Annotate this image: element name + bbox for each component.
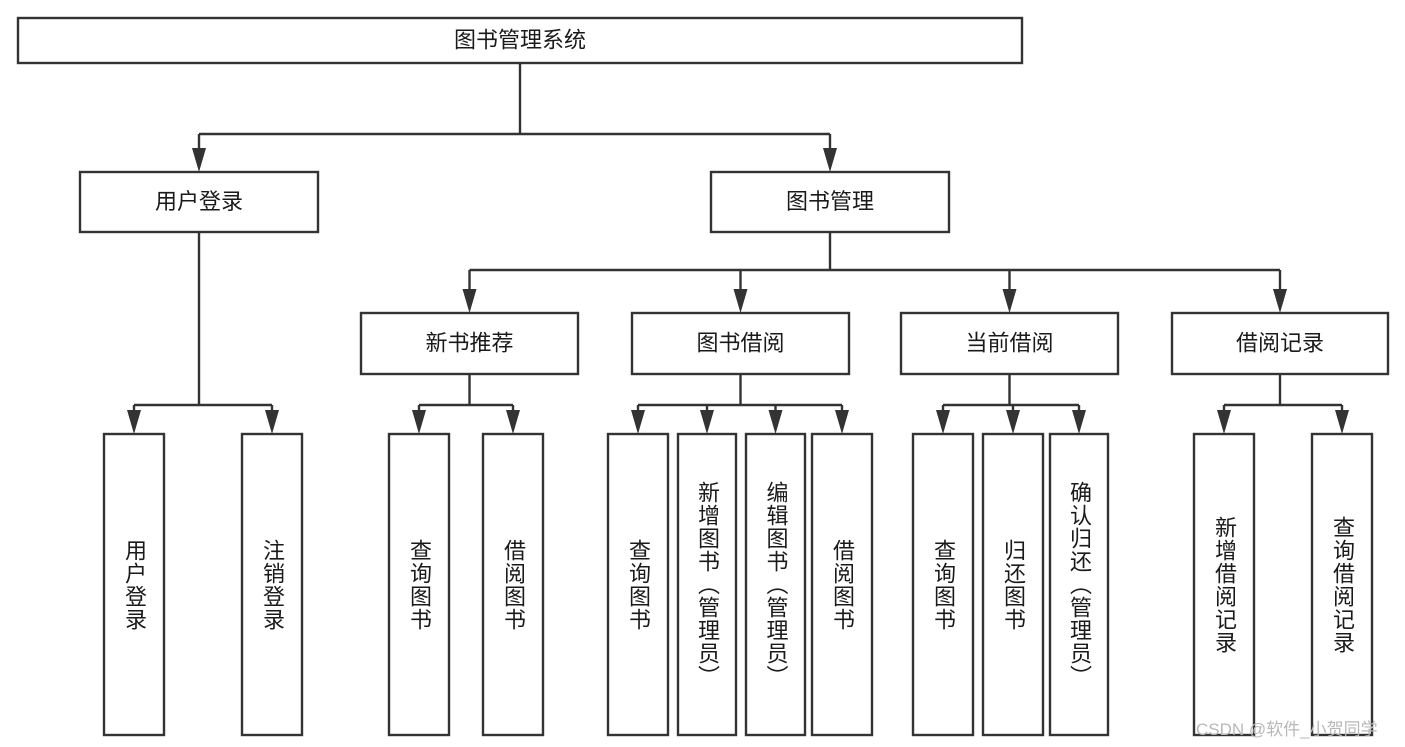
node-box-leaf-edit-book[interactable] xyxy=(744,432,807,737)
arrow-head-icon xyxy=(823,148,837,172)
node-leaf-user-login[interactable] xyxy=(102,432,166,737)
node-borrow-record[interactable] xyxy=(1170,311,1390,376)
node-book-manage[interactable] xyxy=(709,170,951,234)
node-box-book-borrow[interactable] xyxy=(630,311,851,376)
node-box-current-borrow[interactable] xyxy=(899,311,1120,376)
arrow-head-icon xyxy=(506,410,520,434)
node-leaf-query-book-1[interactable] xyxy=(387,432,451,737)
node-leaf-edit-book[interactable] xyxy=(744,432,807,737)
edge-group-borrow-record xyxy=(1217,374,1349,434)
node-leaf-query-book-2[interactable] xyxy=(606,432,670,737)
arrow-head-icon xyxy=(127,410,141,434)
node-box-leaf-return-book[interactable] xyxy=(981,432,1045,737)
node-label-new-book-rec: 新书推荐 xyxy=(425,330,513,355)
arrow-head-icon xyxy=(700,410,714,434)
node-leaf-user-logout[interactable] xyxy=(240,432,304,737)
arrow-head-icon xyxy=(265,410,279,434)
arrow-head-icon xyxy=(835,410,849,434)
node-box-root[interactable] xyxy=(16,16,1024,65)
node-box-borrow-record[interactable] xyxy=(1170,311,1390,376)
connector-layer xyxy=(127,63,1349,434)
node-leaf-add-book[interactable] xyxy=(676,432,738,737)
edge-group-book-manage xyxy=(462,232,1287,313)
arrow-head-icon xyxy=(1072,410,1086,434)
arrow-head-icon xyxy=(1217,410,1231,434)
node-label-user-login: 用户登录 xyxy=(155,189,243,214)
node-box-leaf-borrow-book-1[interactable] xyxy=(481,432,545,737)
node-label-borrow-record: 借阅记录 xyxy=(1236,330,1324,355)
arrow-head-icon xyxy=(936,410,950,434)
arrow-head-icon xyxy=(1273,289,1287,313)
arrow-head-icon xyxy=(192,148,206,172)
node-leaf-borrow-book-2[interactable] xyxy=(810,432,874,737)
edge-group-root xyxy=(192,63,837,172)
node-current-borrow[interactable] xyxy=(899,311,1120,376)
node-box-leaf-query-book-2[interactable] xyxy=(606,432,670,737)
node-box-leaf-add-record[interactable] xyxy=(1192,432,1256,737)
node-label-current-borrow: 当前借阅 xyxy=(965,330,1053,355)
node-box-leaf-confirm-ret[interactable] xyxy=(1048,432,1110,737)
node-label-book-borrow: 图书借阅 xyxy=(696,330,784,355)
node-user-login[interactable] xyxy=(78,170,320,234)
node-box-leaf-query-book-1[interactable] xyxy=(387,432,451,737)
arrow-head-icon xyxy=(768,410,783,434)
node-leaf-query-record[interactable] xyxy=(1310,432,1374,737)
node-box-leaf-user-login[interactable] xyxy=(102,432,166,737)
node-leaf-confirm-ret[interactable] xyxy=(1048,432,1110,737)
arrow-head-icon xyxy=(733,289,748,313)
arrow-head-icon xyxy=(1335,410,1349,434)
arrow-head-icon xyxy=(1006,410,1020,434)
node-leaf-query-book-3[interactable] xyxy=(911,432,975,737)
edge-group-user-login xyxy=(127,232,279,434)
node-leaf-add-record[interactable] xyxy=(1192,432,1256,737)
node-box-user-login[interactable] xyxy=(78,170,320,234)
node-leaf-borrow-book-1[interactable] xyxy=(481,432,545,737)
node-leaf-return-book[interactable] xyxy=(981,432,1045,737)
node-new-book-rec[interactable] xyxy=(359,311,580,376)
node-box-leaf-borrow-book-2[interactable] xyxy=(810,432,874,737)
node-box-leaf-query-book-3[interactable] xyxy=(911,432,975,737)
node-box-leaf-user-logout[interactable] xyxy=(240,432,304,737)
arrow-head-icon xyxy=(412,410,426,434)
node-book-borrow[interactable] xyxy=(630,311,851,376)
node-label-book-manage: 图书管理 xyxy=(786,189,874,214)
arrow-head-icon xyxy=(462,289,477,313)
edge-group-current-borrow xyxy=(936,374,1086,434)
node-root[interactable] xyxy=(16,16,1024,65)
node-box-new-book-rec[interactable] xyxy=(359,311,580,376)
edge-group-new-book-rec xyxy=(412,374,520,434)
node-label-root: 图书管理系统 xyxy=(454,27,586,52)
node-box-leaf-add-book[interactable] xyxy=(676,432,738,737)
edge-group-book-borrow xyxy=(631,374,849,434)
node-box-book-manage[interactable] xyxy=(709,170,951,234)
arrow-head-icon xyxy=(1002,289,1017,313)
node-box-leaf-query-record[interactable] xyxy=(1310,432,1374,737)
arrow-head-icon xyxy=(631,410,645,434)
